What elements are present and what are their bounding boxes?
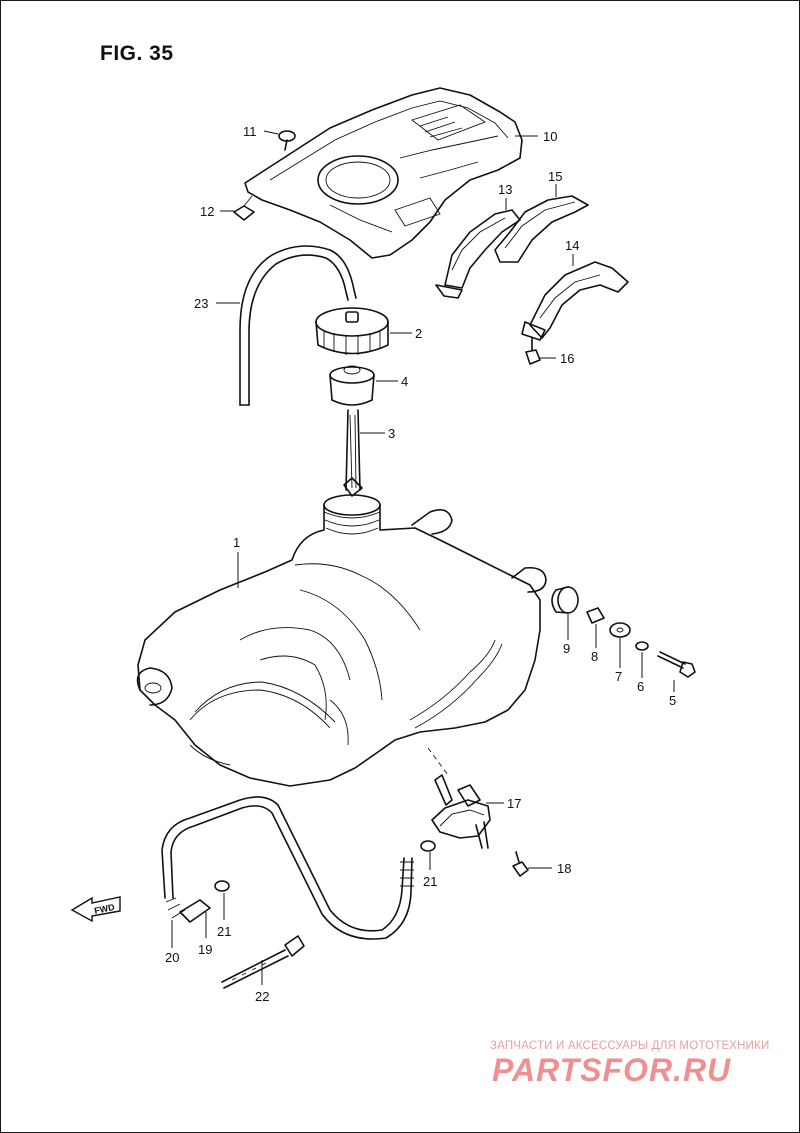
callout-17: 17 [507,796,521,811]
callout-20: 20 [165,950,179,965]
band-cushion-drawing [494,195,589,263]
lock-washer-drawing [635,641,649,651]
fuel-tank-drawing [136,494,547,787]
hose-joint-drawing [179,899,211,923]
callout-8: 8 [591,649,598,664]
callout-5: 5 [669,693,676,708]
breather-hose-drawing [239,245,357,406]
callout-13: 13 [498,182,512,197]
callout-21a: 21 [217,924,231,939]
figure-title: FIG. 35 [100,42,174,65]
callout-labels: 1 2 3 4 5 6 7 8 9 10 11 12 13 14 15 16 1… [165,124,676,1004]
assembly-lines [427,747,449,776]
callout-11: 11 [243,124,257,139]
watermark-logo: PARTSFOR.RU [492,1052,732,1088]
callout-3: 3 [388,426,395,441]
callout-1: 1 [233,535,240,550]
callout-23: 23 [194,296,208,311]
callout-12: 12 [200,204,214,219]
clamp-band-drawing [221,935,305,989]
tank-band-rear-drawing [521,261,629,341]
tank-cover-drawing [244,87,523,259]
hose-clamp-drawing-a [214,880,230,892]
callout-4: 4 [401,374,408,389]
leader-lines [171,130,675,985]
cover-screw-drawing [278,130,296,151]
hose-clamp-drawing-b [420,840,436,852]
forward-direction-arrow: FWD [70,896,121,923]
fuel-strainer-drawing [343,409,363,497]
callout-21b: 21 [423,874,437,889]
flat-washer-drawing [609,622,631,638]
callout-7: 7 [615,669,622,684]
fuel-cap-drawing [315,307,389,355]
callout-14: 14 [565,238,579,253]
fuel-cock-screw-drawing [512,851,529,877]
callout-2: 2 [415,326,422,341]
callout-6: 6 [637,679,644,694]
tank-band-front-drawing [435,209,521,299]
callout-16: 16 [560,351,574,366]
clip-nut-drawing [233,195,255,221]
tank-bolt-drawing [657,651,696,678]
fuel-cock-drawing [431,774,491,849]
callout-18: 18 [557,861,571,876]
spacer-drawing [586,607,605,624]
fwd-label: FWD [93,902,116,916]
callout-15: 15 [548,169,562,184]
rubber-cushion-drawing [551,586,579,614]
callout-9: 9 [563,641,570,656]
band-bolt-drawing [525,337,541,365]
callout-22: 22 [255,989,269,1004]
callout-19: 19 [198,942,212,957]
fuel-hose-drawing [161,796,414,940]
watermark-caption: ЗАПЧАСТИ И АКСЕССУАРЫ ДЛЯ МОТОТЕХНИКИ [490,1040,770,1052]
callout-10: 10 [543,129,557,144]
filler-neck-adapter-drawing [329,365,375,406]
